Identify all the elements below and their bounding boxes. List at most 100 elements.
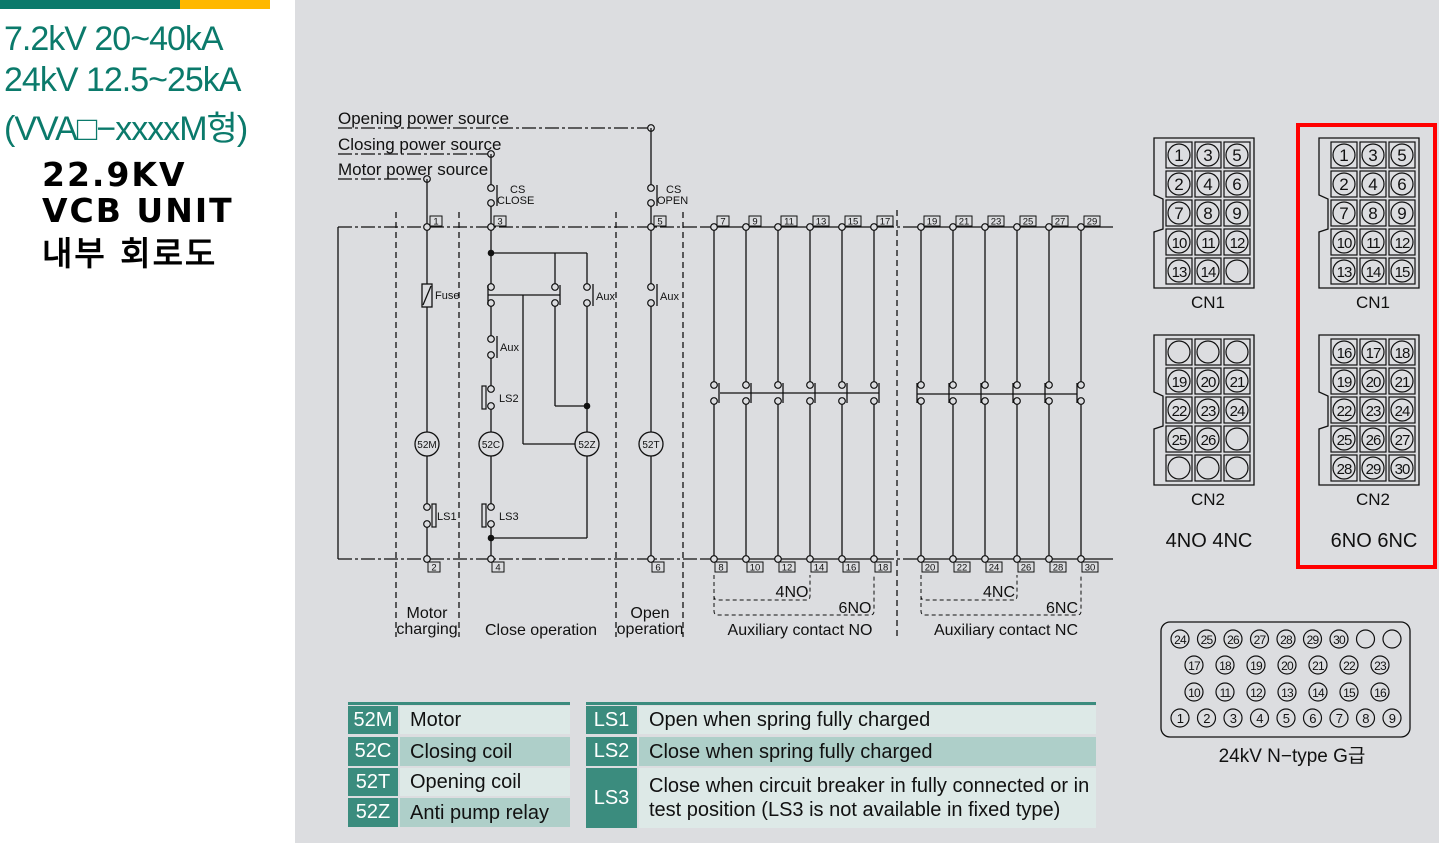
- terminal-node: [1077, 397, 1085, 405]
- ls1-contact: [431, 503, 437, 528]
- coil-label: 52Z: [578, 440, 595, 451]
- pin-circle: [1225, 369, 1249, 393]
- terminal-number-box: [427, 561, 441, 573]
- pin-number: 4: [1368, 175, 1377, 194]
- terminal-node: [487, 299, 495, 307]
- connector-label: CN2: [1356, 490, 1390, 509]
- pin-number: 8: [1203, 204, 1212, 223]
- pin-number: 19: [1172, 374, 1187, 391]
- terminal-node: [1045, 397, 1053, 405]
- pin-circle: [1225, 259, 1249, 283]
- terminal-node: [806, 381, 814, 389]
- terminal-node: [870, 397, 878, 405]
- pin-circle: [1361, 259, 1385, 283]
- ntype-pin-number: 7: [1336, 711, 1343, 726]
- terminal-node: [774, 381, 782, 389]
- coil-label: 52C: [482, 440, 500, 451]
- pin-circle: [1332, 427, 1356, 451]
- terminal-number-box: [1017, 561, 1035, 573]
- terminal-number: 16: [846, 563, 857, 574]
- terminal-node: [838, 381, 846, 389]
- pin-number: 2: [1339, 175, 1348, 194]
- terminal-number: 9: [752, 217, 757, 228]
- terminal-number: 8: [718, 563, 723, 574]
- pin-cell: [1359, 425, 1387, 453]
- ntype-pin-number: 8: [1362, 711, 1369, 726]
- pin-circle: [1196, 427, 1220, 451]
- terminal-node: [806, 223, 814, 231]
- pin-circle: [1225, 427, 1249, 451]
- terminal-node: [981, 223, 989, 231]
- aux-contact-nc-label: Auxiliary contact NC: [934, 622, 1078, 639]
- pin-cell: [1165, 257, 1193, 285]
- label-4nc: 4NC: [983, 584, 1015, 601]
- variant-label: 4NO 4NC: [1166, 530, 1253, 552]
- pin-cell: [1165, 141, 1193, 169]
- ntype-pin: [1329, 708, 1349, 728]
- pin-number: 5: [1232, 146, 1241, 165]
- pin-number: 7: [1174, 204, 1183, 223]
- pin-circle: [1361, 172, 1385, 196]
- ntype-pin-number: 20: [1281, 659, 1294, 673]
- pin-cell: [1330, 396, 1358, 424]
- pin-cell: [1388, 454, 1416, 482]
- pin-circle: [1167, 230, 1191, 254]
- ntype-pin: [1223, 629, 1243, 649]
- ls1-label: LS1: [437, 511, 457, 523]
- terminal-node: [647, 555, 655, 563]
- ntype-pin: [1223, 708, 1243, 728]
- ntype-connector-housing: [1160, 621, 1411, 738]
- ntype-pin-number: 17: [1188, 659, 1201, 673]
- pin-cell: [1223, 170, 1251, 198]
- terminal-node: [949, 397, 957, 405]
- terminal-number: 4: [495, 563, 500, 574]
- pin-circle: [1332, 201, 1356, 225]
- pin-number: 3: [1203, 146, 1212, 165]
- terminal-node: [487, 223, 495, 231]
- pin-number: 13: [1337, 264, 1352, 281]
- pin-number: 11: [1366, 235, 1380, 252]
- ntype-pin-number: 30: [1333, 633, 1346, 647]
- pin-number: 4: [1203, 175, 1212, 194]
- pin-circle: [1196, 398, 1220, 422]
- terminal-number: 14: [814, 563, 825, 574]
- terminal-number: 2: [431, 563, 436, 574]
- pin-cell: [1330, 199, 1358, 227]
- terminal-node: [1013, 381, 1021, 389]
- pin-circle: [1196, 201, 1220, 225]
- pin-circle: [1167, 143, 1191, 167]
- pin-circle: [1332, 340, 1356, 364]
- ntype-pin-number: 22: [1343, 659, 1356, 673]
- terminal-node: [742, 555, 750, 563]
- pin-cell: [1165, 367, 1193, 395]
- pin-circle: [1225, 143, 1249, 167]
- ntype-pin: [1382, 708, 1402, 728]
- pin-number: 1: [1174, 146, 1183, 165]
- pin-cell: [1330, 367, 1358, 395]
- legend-code: 52M: [348, 706, 398, 734]
- terminal-number: 29: [1087, 217, 1098, 228]
- pin-number: 21: [1395, 374, 1410, 391]
- terminal-number-box: [1049, 561, 1067, 573]
- open-operation-label: operation: [617, 621, 684, 638]
- spec-line-3: (VVA□−xxxxM형): [4, 110, 248, 148]
- pin-circle: [1167, 369, 1191, 393]
- title-line-2: VCB UNIT: [42, 191, 234, 230]
- terminal-node: [710, 555, 718, 563]
- pin-circle: [1361, 369, 1385, 393]
- terminal-node: [647, 299, 655, 307]
- terminal-node: [487, 184, 495, 192]
- terminal-number: 1: [433, 217, 438, 228]
- pin-circle: [1361, 143, 1385, 167]
- ntype-pin-number: 25: [1201, 633, 1214, 647]
- terminal-node: [981, 555, 989, 563]
- connector-label: CN2: [1191, 490, 1225, 509]
- terminal-number: 23: [991, 217, 1002, 228]
- terminal-number-box: [810, 561, 828, 573]
- pin-cell: [1194, 338, 1222, 366]
- ntype-pin-number: 23: [1374, 659, 1387, 673]
- terminal-node: [487, 335, 495, 343]
- ntype-pin-number: 19: [1250, 659, 1263, 673]
- connector-housing: [1153, 137, 1255, 289]
